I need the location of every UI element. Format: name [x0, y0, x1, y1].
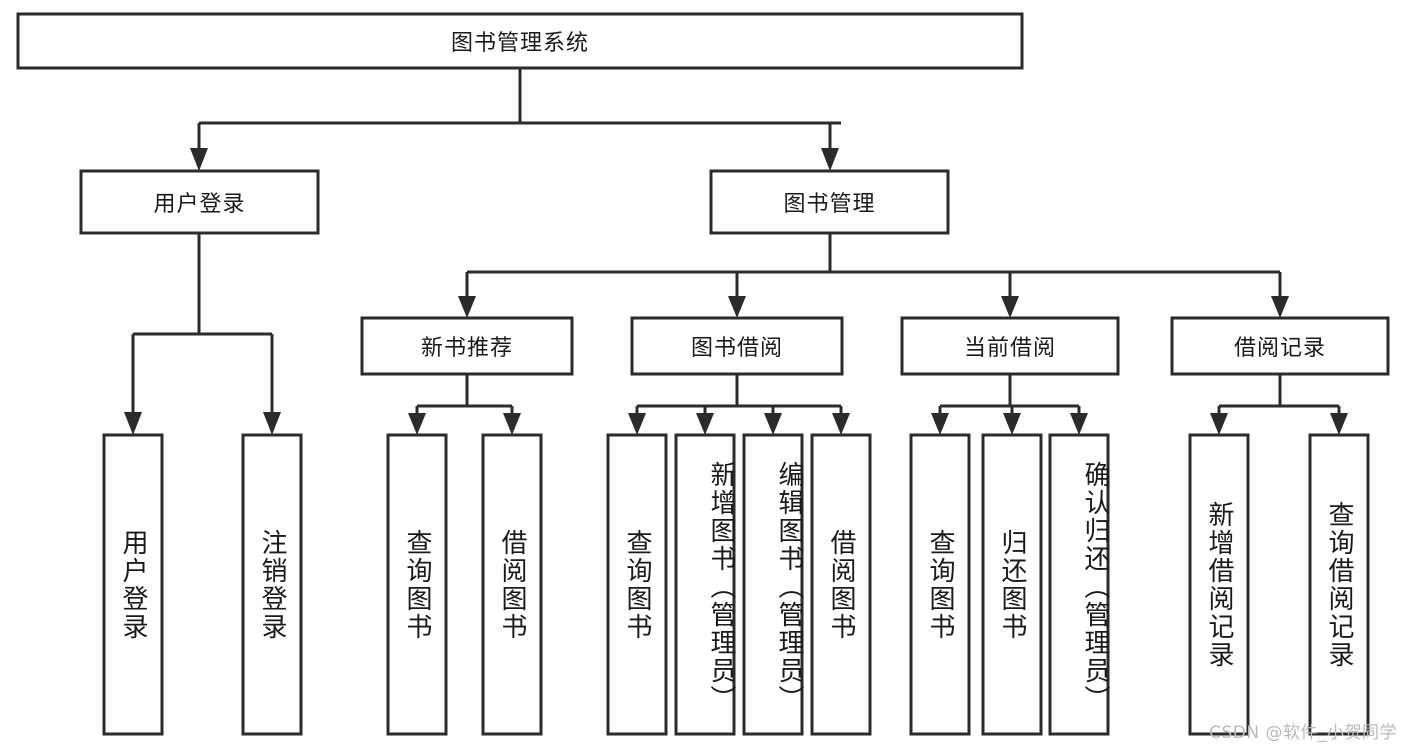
- edge-new-book-rec-to-leaves: [408, 374, 521, 435]
- node-box-root[interactable]: [16, 12, 1024, 70]
- edge-user-login-to-leaves: [124, 233, 281, 435]
- watermark-text: CSDN @软件_小贺同学: [1209, 723, 1397, 743]
- node-box-leaf-new-book-rec-1[interactable]: [386, 433, 448, 736]
- node-box-leaf-book-borrow-3[interactable]: [742, 433, 804, 736]
- edge-borrow-record-to-leaves: [1210, 374, 1348, 435]
- node-box-leaf-current-borrow-2[interactable]: [981, 433, 1043, 736]
- node-box-leaf-current-borrow-1[interactable]: [909, 433, 971, 736]
- node-box-leaf-borrow-record-1[interactable]: [1188, 433, 1250, 736]
- node-box-leaf-book-borrow-4[interactable]: [810, 433, 872, 736]
- node-box-leaf-borrow-record-2[interactable]: [1308, 433, 1370, 736]
- node-box-user-login[interactable]: [79, 169, 320, 235]
- node-box-current-borrow[interactable]: [900, 316, 1120, 376]
- edge-book-manage-to-level3: [458, 233, 1289, 318]
- node-box-leaf-book-borrow-2[interactable]: [674, 433, 736, 736]
- node-box-leaf-user-login-2[interactable]: [241, 433, 303, 736]
- node-box-new-book-rec[interactable]: [360, 316, 574, 376]
- edge-current-borrow-to-leaves: [931, 374, 1088, 435]
- node-box-book-borrow[interactable]: [630, 316, 844, 376]
- node-box-leaf-book-borrow-1[interactable]: [606, 433, 668, 736]
- node-box-leaf-current-borrow-3[interactable]: [1048, 433, 1110, 736]
- node-box-leaf-user-login-1[interactable]: [102, 433, 164, 736]
- edge-book-borrow-to-leaves: [628, 374, 850, 435]
- node-box-book-manage[interactable]: [709, 169, 950, 235]
- node-box-leaf-new-book-rec-2[interactable]: [481, 433, 543, 736]
- edge-root-to-level2: [190, 68, 841, 171]
- node-box-borrow-record[interactable]: [1170, 316, 1390, 376]
